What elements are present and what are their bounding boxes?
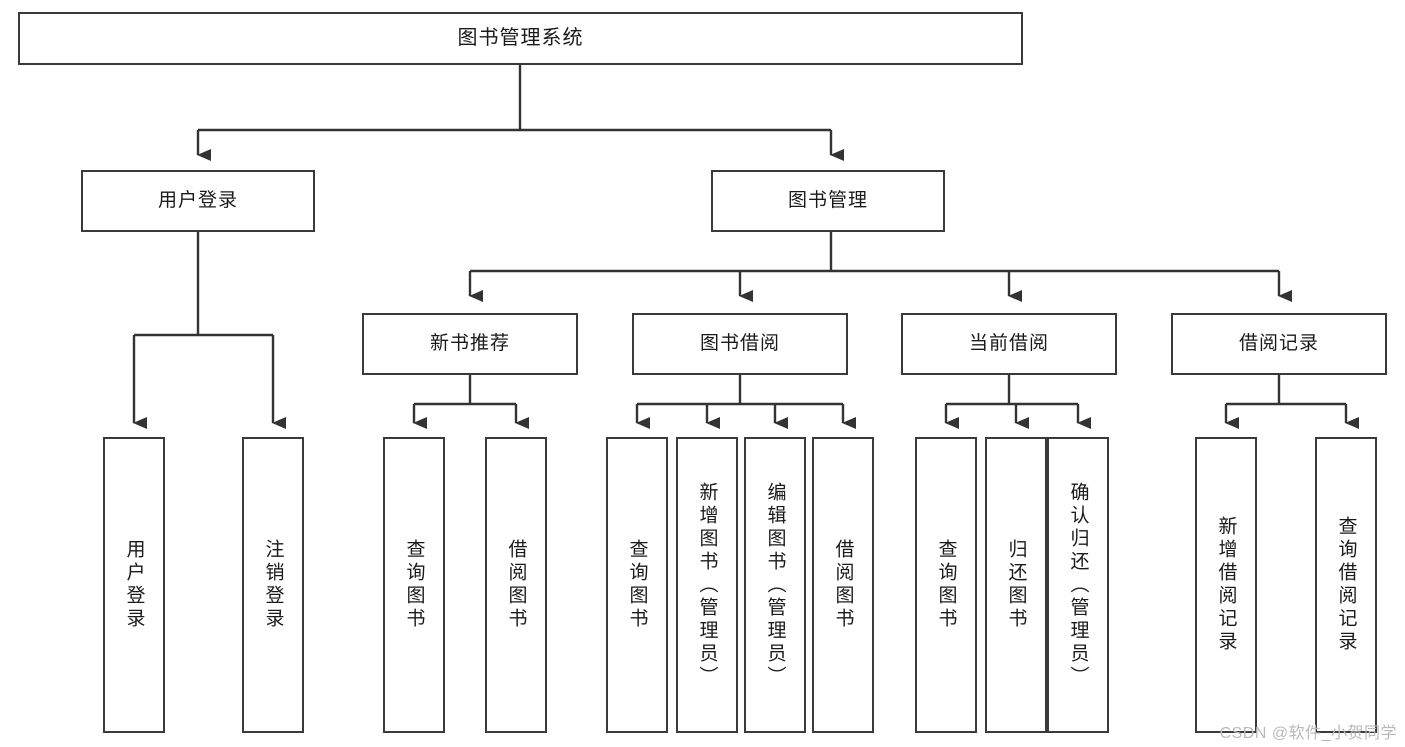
node-user-login[interactable]: 用户登录	[81, 170, 315, 232]
node-book-borrowing[interactable]: 图书借阅	[632, 313, 848, 375]
node-leaf-confirm-return-admin[interactable]: 确认归还（管理员）	[1047, 437, 1109, 733]
node-leaf-edit-book-admin[interactable]: 编辑图书（管理员）	[744, 437, 806, 733]
node-leaf-add-borrowing-record[interactable]: 新增借阅记录	[1195, 437, 1257, 733]
node-leaf-logout[interactable]: 注销登录	[242, 437, 304, 733]
node-leaf-add-book-admin[interactable]: 新增图书（管理员）	[676, 437, 738, 733]
node-label: 用户登录	[123, 539, 145, 631]
node-leaf-query-book-borrowing[interactable]: 查询图书	[606, 437, 668, 733]
node-leaf-borrow-book-recommendation[interactable]: 借阅图书	[485, 437, 547, 733]
node-label: 借阅记录	[1238, 333, 1319, 355]
node-label: 借阅图书	[832, 539, 854, 631]
node-current-borrowing[interactable]: 当前借阅	[901, 313, 1117, 375]
node-label: 确认归还（管理员）	[1067, 481, 1089, 689]
node-label: 查询图书	[626, 539, 648, 631]
node-label: 借阅图书	[505, 539, 527, 631]
node-label: 新书推荐	[429, 333, 510, 355]
node-leaf-borrow-book[interactable]: 借阅图书	[812, 437, 874, 733]
node-leaf-return-book[interactable]: 归还图书	[985, 437, 1047, 733]
node-label: 查询图书	[935, 539, 957, 631]
node-label: 图书借阅	[699, 333, 780, 355]
node-new-book-recommendation[interactable]: 新书推荐	[362, 313, 578, 375]
node-label: 归还图书	[1005, 539, 1027, 631]
node-label: 编辑图书（管理员）	[764, 481, 786, 689]
node-label: 图书管理	[787, 190, 868, 212]
node-label: 图书管理系统	[457, 27, 584, 50]
node-label: 当前借阅	[968, 333, 1049, 355]
node-label: 注销登录	[262, 539, 284, 631]
node-label: 新增图书（管理员）	[696, 481, 718, 689]
node-leaf-query-borrowing-record[interactable]: 查询借阅记录	[1315, 437, 1377, 733]
node-label: 查询图书	[403, 539, 425, 631]
csdn-watermark: CSDN @软件_小贺同学	[1219, 725, 1397, 742]
node-book-management[interactable]: 图书管理	[711, 170, 945, 232]
node-borrowing-records[interactable]: 借阅记录	[1171, 313, 1387, 375]
node-label: 用户登录	[157, 190, 238, 212]
node-leaf-query-book-recommendation[interactable]: 查询图书	[383, 437, 445, 733]
node-leaf-user-login[interactable]: 用户登录	[103, 437, 165, 733]
node-label: 查询借阅记录	[1335, 516, 1357, 654]
node-label: 新增借阅记录	[1215, 516, 1237, 654]
node-leaf-query-book-current[interactable]: 查询图书	[915, 437, 977, 733]
node-root-book-management-system[interactable]: 图书管理系统	[18, 12, 1023, 65]
